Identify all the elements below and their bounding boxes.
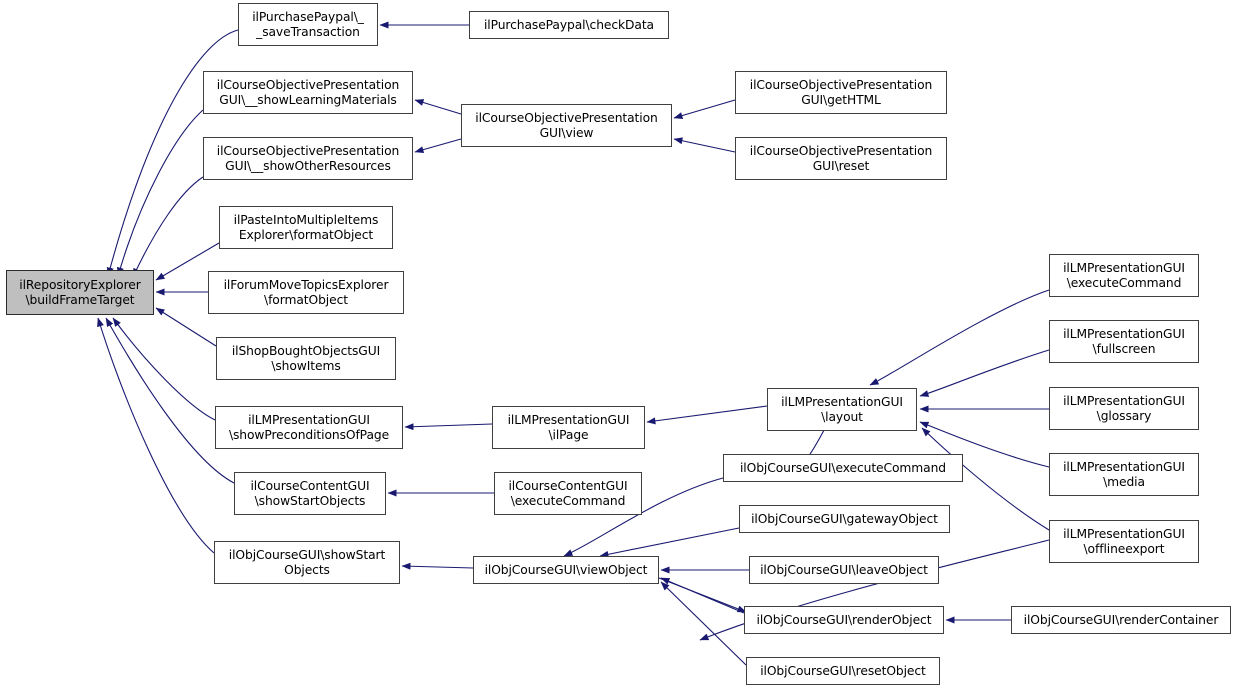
graph-edge [919,349,1050,397]
graph-node-label: ilObjCourseGUI\executeCommand [739,460,947,475]
graph-edge [646,405,768,425]
graph-node-label: ilPurchasePaypal\checkData [483,17,654,32]
graph-node-label: ilObjCourseGUI\showStart Objects [228,547,386,577]
graph-edge [132,176,204,278]
graph-node-showitems[interactable]: ilShopBoughtObjectsGUI \showItems [216,337,396,380]
graph-node-buildFrameTarget[interactable]: ilRepositoryExplorer \buildFrameTarget [6,270,154,315]
graph-node-gethtml[interactable]: ilCourseObjectivePresentation GUI\getHTM… [735,71,947,114]
graph-node-label: ilObjCourseGUI\leaveObject [760,562,928,577]
graph-edge [660,577,745,614]
graph-node-label: ilCourseObjectivePresentation GUI\__show… [216,77,400,107]
graph-node-label: ilForumMoveTopicsExplorer \formatObject [223,277,389,307]
graph-node-ccgshowstart[interactable]: ilCourseContentGUI \showStartObjects [234,472,386,515]
graph-node-resetobject[interactable]: ilObjCourseGUI\resetObject [746,657,940,685]
graph-node-showotherresources[interactable]: ilCourseObjectivePresentation GUI\__show… [203,137,413,180]
graph-edge [404,423,493,431]
graph-node-label: ilLMPresentationGUI \ilPage [507,412,630,442]
graph-edge [414,138,462,154]
graph-node-label: ilLMPresentationGUI \executeCommand [1063,260,1185,290]
graph-edge [155,307,217,347]
graph-node-label: ilCourseObjectivePresentation GUI\getHTM… [749,77,933,107]
graph-node-gatewayobject[interactable]: ilObjCourseGUI\gatewayObject [739,505,950,533]
graph-node-label: ilPurchasePaypal\_ _saveTransaction [252,9,364,39]
graph-edge [673,137,736,153]
graph-node-label: ilCourseObjectivePresentation GUI\__show… [216,143,400,173]
graph-edge [869,289,1050,386]
graph-node-label: ilObjCourseGUI\renderObject [756,612,932,627]
graph-node-ilpage[interactable]: ilLMPresentationGUI \ilPage [492,406,645,449]
graph-node-viewobject[interactable]: ilObjCourseGUI\viewObject [473,556,659,584]
graph-node-showlearningmaterials[interactable]: ilCourseObjectivePresentation GUI\__show… [203,71,413,114]
graph-node-label: ilObjCourseGUI\renderContainer [1023,612,1219,627]
graph-node-media[interactable]: ilLMPresentationGUI \media [1049,453,1199,496]
graph-edge [97,317,215,554]
graph-node-label: ilLMPresentationGUI \glossary [1063,393,1185,423]
graph-node-rendercontainer[interactable]: ilObjCourseGUI\renderContainer [1011,606,1231,634]
graph-node-label: ilCourseContentGUI \showStartObjects [250,478,370,508]
graph-edge [658,577,747,613]
graph-node-lmexecutecommand[interactable]: ilLMPresentationGUI \executeCommand [1049,254,1199,297]
graph-node-layout[interactable]: ilLMPresentationGUI \layout [767,388,917,431]
graph-node-glossary[interactable]: ilLMPresentationGUI \glossary [1049,387,1199,430]
graph-node-label: ilLMPresentationGUI \layout [781,394,903,424]
graph-node-label: ilObjCourseGUI\viewObject [484,562,648,577]
graph-node-ocgshowstart[interactable]: ilObjCourseGUI\showStart Objects [214,541,400,584]
graph-node-forumformat[interactable]: ilForumMoveTopicsExplorer \formatObject [208,271,404,314]
graph-node-label: ilCourseObjectivePresentation GUI\reset [749,143,933,173]
graph-node-label: ilLMPresentationGUI \fullscreen [1063,326,1185,356]
graph-node-label: ilShopBoughtObjectsGUI \showItems [231,343,381,373]
graph-edge [599,527,740,558]
graph-node-ccgexecutecommand[interactable]: ilCourseContentGUI \executeCommand [494,472,642,515]
graph-node-label: ilLMPresentationGUI \offlineexport [1063,526,1185,556]
graph-edge [414,99,462,115]
graph-node-label: ilObjCourseGUI\resetObject [760,663,926,678]
graph-node-fullscreen[interactable]: ilLMPresentationGUI \fullscreen [1049,320,1199,363]
graph-node-savetransaction[interactable]: ilPurchasePaypal\_ _saveTransaction [238,3,378,46]
graph-edge [117,109,204,277]
graph-node-copreset[interactable]: ilCourseObjectivePresentation GUI\reset [735,137,947,180]
graph-node-label: ilLMPresentationGUI \media [1063,459,1185,489]
graph-edge [105,317,235,484]
graph-node-label: ilRepositoryExplorer \buildFrameTarget [19,277,141,307]
graph-edge [673,99,736,119]
graph-node-showpreconditions[interactable]: ilLMPresentationGUI \showPreconditionsOf… [215,406,403,449]
graph-edge [112,317,216,421]
graph-node-copview[interactable]: ilCourseObjectivePresentation GUI\view [461,104,672,147]
graph-node-label: ilObjCourseGUI\gatewayObject [751,511,938,526]
graph-node-renderobject[interactable]: ilObjCourseGUI\renderObject [744,606,944,634]
graph-edge [401,562,474,570]
graph-node-label: ilCourseObjectivePresentation GUI\view [475,110,658,140]
graph-node-offlineexport[interactable]: ilLMPresentationGUI \offlineexport [1049,520,1199,563]
graph-node-label: ilPasteIntoMultipleItems Explorer\format… [233,212,379,242]
graph-edge [660,581,747,666]
graph-node-label: ilLMPresentationGUI \showPreconditionsOf… [228,412,390,442]
graph-node-ocgexecutecommand[interactable]: ilObjCourseGUI\executeCommand [723,454,963,482]
graph-node-checkdata[interactable]: ilPurchasePaypal\checkData [469,11,669,39]
graph-node-leaveobject[interactable]: ilObjCourseGUI\leaveObject [749,556,939,584]
graph-node-pasteformat[interactable]: ilPasteIntoMultipleItems Explorer\format… [219,206,393,249]
graph-node-label: ilCourseContentGUI \executeCommand [508,478,628,508]
